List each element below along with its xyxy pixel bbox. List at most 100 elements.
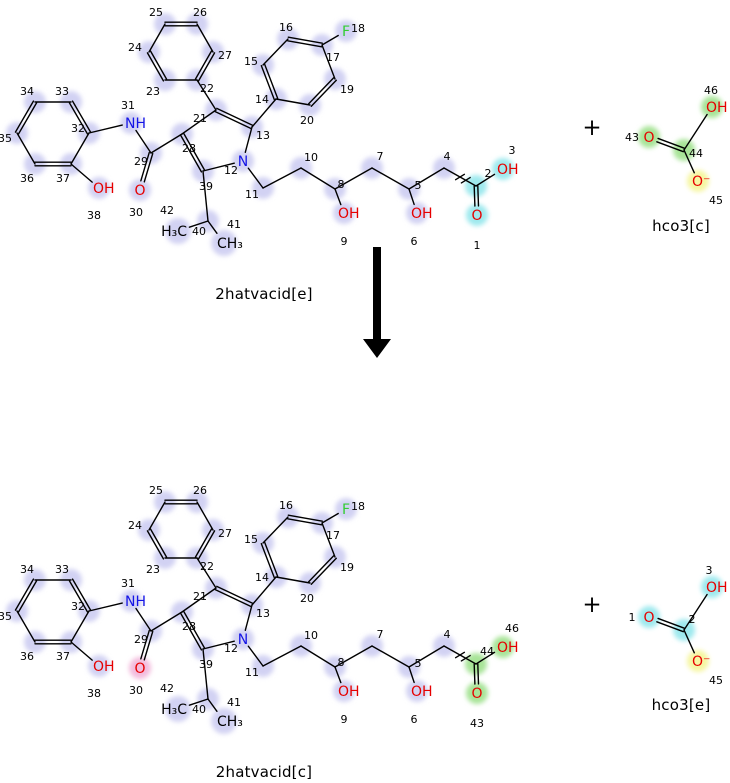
bond-27-22	[197, 530, 216, 560]
atom-number-28: 28	[182, 142, 196, 155]
bond-2-45	[683, 629, 695, 654]
atom-highlight-12	[232, 628, 254, 650]
atom-highlight-45	[687, 650, 709, 672]
atom-highlight-43	[466, 682, 488, 704]
atom-number-46: 46	[704, 84, 718, 97]
atom-number-3: 3	[509, 144, 516, 157]
bond-40-42	[188, 698, 209, 706]
bond-14-15	[263, 63, 279, 100]
bond-2-3	[683, 593, 708, 631]
atom-number-35: 35	[0, 610, 12, 623]
atom-number-21: 21	[193, 112, 207, 125]
bond-13-21	[216, 585, 254, 605]
bond-19-20	[308, 555, 335, 583]
bond-10-8	[300, 645, 336, 668]
bond-40-41	[207, 220, 218, 234]
bond-8-9	[334, 188, 342, 206]
atom-number-16: 16	[279, 21, 293, 34]
atom-symbol-12: N	[238, 632, 248, 648]
bond-44-46	[475, 651, 496, 665]
atom-number-11: 11	[245, 666, 259, 679]
bond-44-46	[683, 113, 708, 151]
atom-number-12: 12	[224, 642, 238, 655]
bond-13-21	[216, 107, 254, 127]
bond-5-6	[408, 188, 415, 206]
bond-39-40	[202, 170, 209, 222]
bond-13-21	[214, 588, 252, 608]
atom-highlight-6	[406, 202, 428, 224]
atom-highlight-9	[333, 680, 355, 702]
atom-number-19: 19	[340, 83, 354, 96]
atom-number-38: 38	[87, 687, 101, 700]
atom-symbol-1: O	[643, 610, 654, 626]
bond-28-39	[182, 610, 206, 649]
reactant-main-label: 2hatvacid[e]	[215, 285, 313, 303]
atom-number-14: 14	[255, 571, 269, 584]
atom-number-43: 43	[625, 131, 639, 144]
bond-2-1	[657, 617, 686, 630]
bond-35-36	[16, 132, 36, 165]
bond-39-12	[202, 640, 235, 650]
atom-highlight-46	[492, 636, 514, 658]
atom-number-9: 9	[341, 713, 348, 726]
atom-symbol-30: O	[134, 183, 145, 199]
atom-highlight-9	[333, 202, 355, 224]
bond-28-39	[179, 612, 203, 651]
bond-26-27	[196, 23, 214, 53]
atom-number-42: 42	[160, 204, 174, 217]
atom-symbol-45: O⁻	[692, 174, 710, 190]
atom-number-12: 12	[224, 164, 238, 177]
atom-symbol-18: F	[342, 24, 350, 40]
bond-34-35	[14, 100, 35, 133]
bond-28-29	[150, 133, 183, 154]
bond-5-6	[408, 666, 415, 684]
bond-14-15	[263, 541, 279, 578]
bond-26-27	[196, 501, 214, 531]
atom-number-36: 36	[20, 650, 34, 663]
bond-19-20	[310, 557, 337, 585]
bond-34-35	[17, 580, 38, 613]
atom-highlight-3	[492, 158, 514, 180]
atom-highlight-41	[211, 708, 237, 734]
bond-34-35	[14, 578, 35, 611]
atom-highlight-30	[129, 179, 151, 201]
atom-number-3: 3	[706, 564, 713, 577]
bond-15-16	[262, 38, 289, 66]
atom-symbol-38: OH	[93, 181, 115, 197]
bond-21-28	[181, 109, 217, 135]
bond-2-1	[473, 185, 476, 207]
atom-number-8: 8	[338, 178, 345, 191]
atom-number-8: 8	[338, 656, 345, 669]
bond-29-31	[135, 129, 152, 154]
bond-12-13	[244, 604, 253, 631]
atom-highlight-18	[335, 498, 357, 520]
atom-number-4: 4	[444, 150, 451, 163]
bond-32-33	[68, 580, 89, 613]
stereo-hash	[454, 173, 466, 181]
bond-24-25	[148, 501, 166, 531]
atom-symbol-6: OH	[411, 684, 433, 700]
atom-number-32: 32	[71, 600, 85, 613]
atom-highlight-6	[406, 680, 428, 702]
bond-29-30	[143, 630, 154, 661]
atom-number-35: 35	[0, 132, 12, 145]
atom-number-10: 10	[304, 151, 318, 164]
bond-31-32	[88, 602, 123, 612]
atom-highlight-30	[129, 657, 151, 679]
bond-29-31	[135, 607, 152, 632]
bond-29-30	[140, 629, 150, 660]
product-cofactor-label: hco3[e]	[651, 696, 711, 714]
bond-7-5	[371, 167, 410, 190]
bond-44-43	[656, 141, 685, 153]
bond-5-4	[408, 645, 445, 668]
bond-17-19	[321, 44, 336, 80]
atom-number-28: 28	[182, 620, 196, 633]
bond-16-17	[287, 36, 324, 44]
bond-20-14	[275, 576, 311, 584]
bond-24-25	[148, 23, 166, 53]
atom-number-13: 13	[256, 129, 270, 142]
atom-symbol-3: OH	[706, 580, 728, 596]
atom-number-15: 15	[244, 55, 258, 68]
atom-number-24: 24	[128, 519, 142, 532]
bond-16-17	[286, 40, 323, 48]
